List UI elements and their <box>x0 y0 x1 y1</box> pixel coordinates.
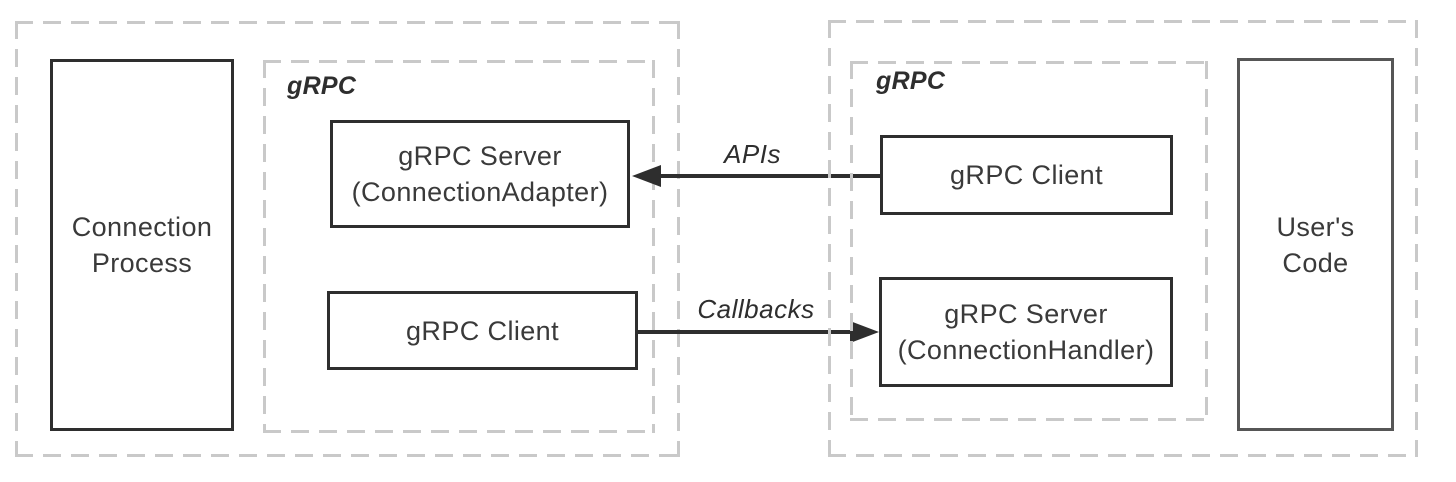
connection-process-box: Connection Process <box>50 59 234 431</box>
grpc-server-adapter-label-line1: gRPC Server <box>398 141 562 171</box>
left-grpc-label: gRPC <box>287 72 357 100</box>
grpc-server-adapter-box: gRPC Server (ConnectionAdapter) <box>330 120 630 228</box>
left-grpc-client-box: gRPC Client <box>327 291 638 370</box>
users-code-box: User's Code <box>1237 58 1394 431</box>
apis-arrow-line <box>658 174 880 178</box>
apis-arrow-label: APIs <box>724 139 781 169</box>
right-grpc-label: gRPC <box>876 67 946 95</box>
right-grpc-client-box: gRPC Client <box>880 135 1173 215</box>
users-code-label: User's Code <box>1276 211 1355 278</box>
apis-arrowhead-icon <box>632 165 661 187</box>
left-grpc-boundary <box>263 60 655 433</box>
grpc-server-handler-label-line2: (ConnectionHandler) <box>897 335 1155 365</box>
callbacks-arrow-line <box>638 330 852 334</box>
callbacks-arrow-label: Callbacks <box>697 294 815 324</box>
left-grpc-client-label: gRPC Client <box>406 315 559 346</box>
grpc-server-adapter-label-line2: (ConnectionAdapter) <box>351 177 609 207</box>
grpc-server-handler-label-line1: gRPC Server <box>944 299 1108 329</box>
connection-process-label: Connection Process <box>71 212 213 278</box>
grpc-server-handler-box: gRPC Server (ConnectionHandler) <box>879 277 1173 387</box>
right-grpc-client-label: gRPC Client <box>950 160 1103 190</box>
